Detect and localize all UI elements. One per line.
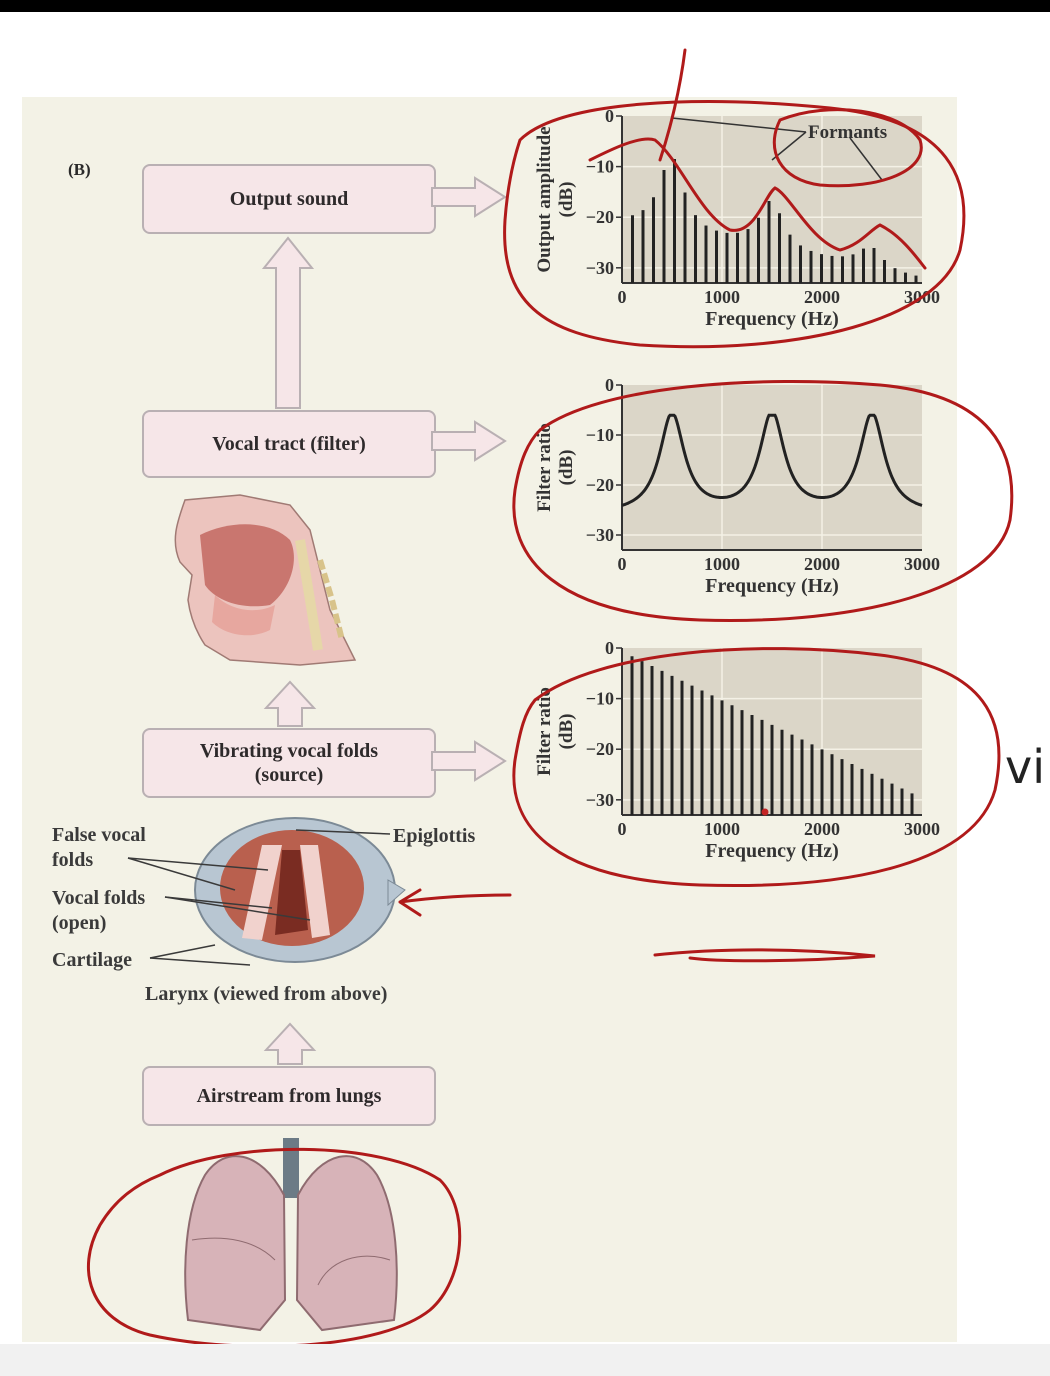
output-sound-label: Output sound: [229, 188, 349, 210]
vocal-tract-box: Vocal tract (filter): [142, 410, 436, 478]
lungs-illustration: [184, 1138, 398, 1332]
vocal-folds-box: Vibrating vocal folds (source): [142, 728, 436, 798]
ink-loop-formant-label: [772, 108, 923, 188]
filter-chart-ylabel: Filter ratio: [534, 423, 555, 512]
airstream-box: Airstream from lungs: [142, 1066, 436, 1126]
arrow-output-to-chart: [431, 176, 507, 218]
arrow-source-to-chart: [431, 740, 507, 782]
source-chart-xtick-label: 3000: [904, 819, 940, 839]
source-chart-ylabel-unit: (dB): [556, 714, 577, 750]
source-chart-xtick-label: 0: [618, 819, 627, 839]
label-epiglottis: Epiglottis: [393, 825, 476, 847]
ink-dot: [761, 808, 769, 816]
filter-chart-xtick-label: 2000: [804, 554, 840, 574]
output-chart-ytick-label: 0: [605, 106, 614, 126]
source-chart-ytick-label: −10: [586, 689, 614, 709]
label-false-vocal-folds-1: False vocal: [52, 824, 146, 846]
output-chart-xtick-label: 1000: [704, 287, 740, 307]
source-chart-ylabel: Filter ratio: [534, 687, 555, 776]
output-chart-ytick-label: −20: [586, 207, 614, 227]
label-vocal-folds-2: (open): [52, 912, 107, 934]
ink-ellipse-output-chart: [503, 100, 966, 349]
filter-chart-plot-area: [622, 385, 922, 550]
vocal-tract-head-illustration: [174, 494, 357, 666]
ink-curve-formant-envelope: [588, 137, 927, 270]
ink-scribble-top: [658, 48, 687, 162]
cropped-side-text: vi: [1005, 740, 1046, 794]
top-black-bar: [0, 0, 1050, 12]
ink-arrow-to-larynx: [398, 888, 512, 917]
filter-chart-ytick-label: −20: [586, 475, 614, 495]
larynx-leader-lines: [127, 829, 391, 966]
output-chart-xlabel: Frequency (Hz): [705, 308, 839, 330]
filter-chart-ytick-label: −10: [586, 425, 614, 445]
filter-chart-xtick-label: 0: [618, 554, 627, 574]
label-false-vocal-folds-2: folds: [52, 849, 94, 871]
source-chart-xlabel: Frequency (Hz): [705, 840, 839, 862]
ink-ellipse-source-chart: [512, 647, 1001, 887]
filter-chart-xlabel: Frequency (Hz): [705, 575, 839, 597]
filter-chart-xtick-label: 1000: [704, 554, 740, 574]
vocal-tract-label: Vocal tract (filter): [212, 433, 366, 455]
formant-leader-line: [671, 117, 807, 133]
source-chart-xtick-label: 2000: [804, 819, 840, 839]
arrow-source-to-tract: [263, 680, 317, 727]
red-ink-annotations: [86, 48, 1014, 1348]
source-chart-ytick-label: −30: [586, 790, 614, 810]
label-vocal-folds-1: Vocal folds: [52, 887, 146, 909]
larynx-caption: Larynx (viewed from above): [145, 983, 388, 1005]
flow-arrows: [261, 176, 507, 1065]
panel-label: (B): [68, 160, 91, 179]
output-chart-ytick-label: −10: [586, 157, 614, 177]
vocal-folds-sublabel: (source): [254, 764, 324, 786]
filter-response-curve: [621, 413, 923, 507]
output-chart-ylabel: Output amplitude: [534, 126, 555, 272]
filter-chart-xtick-label: 3000: [904, 554, 940, 574]
formant-leader-line: [849, 137, 883, 181]
arrow-tract-to-chart: [431, 420, 507, 462]
output-sound-box: Output sound: [142, 164, 436, 234]
source-chart-ytick-label: 0: [605, 638, 614, 658]
formants-annotation-label: Formants: [808, 122, 887, 143]
vocal-folds-label: Vibrating vocal folds: [199, 740, 379, 762]
ink-dash-scribble: [653, 948, 876, 963]
arrow-tract-to-output: [261, 236, 315, 409]
label-cartilage: Cartilage: [52, 949, 132, 971]
filter-chart-ytick-label: −30: [586, 525, 614, 545]
output-chart-ytick-label: −30: [586, 258, 614, 278]
ink-ellipse-lungs: [86, 1147, 462, 1348]
output-chart-xtick-label: 2000: [804, 287, 840, 307]
output-chart-xtick-label: 0: [618, 287, 627, 307]
source-chart-ytick-label: −20: [586, 739, 614, 759]
bottom-gray-bar: [0, 1344, 1050, 1376]
source-chart-xtick-label: 1000: [704, 819, 740, 839]
arrow-larynx-to-source: [263, 1022, 317, 1065]
filter-chart-ylabel-unit: (dB): [556, 450, 577, 486]
larynx-illustration: [194, 817, 406, 963]
filter-chart-ytick-label: 0: [605, 375, 614, 395]
ink-ellipse-filter-chart: [512, 379, 1014, 622]
output-chart-plot-area: [622, 116, 922, 283]
airstream-label: Airstream from lungs: [196, 1085, 382, 1107]
output-chart-ylabel-unit: (dB): [556, 182, 577, 218]
